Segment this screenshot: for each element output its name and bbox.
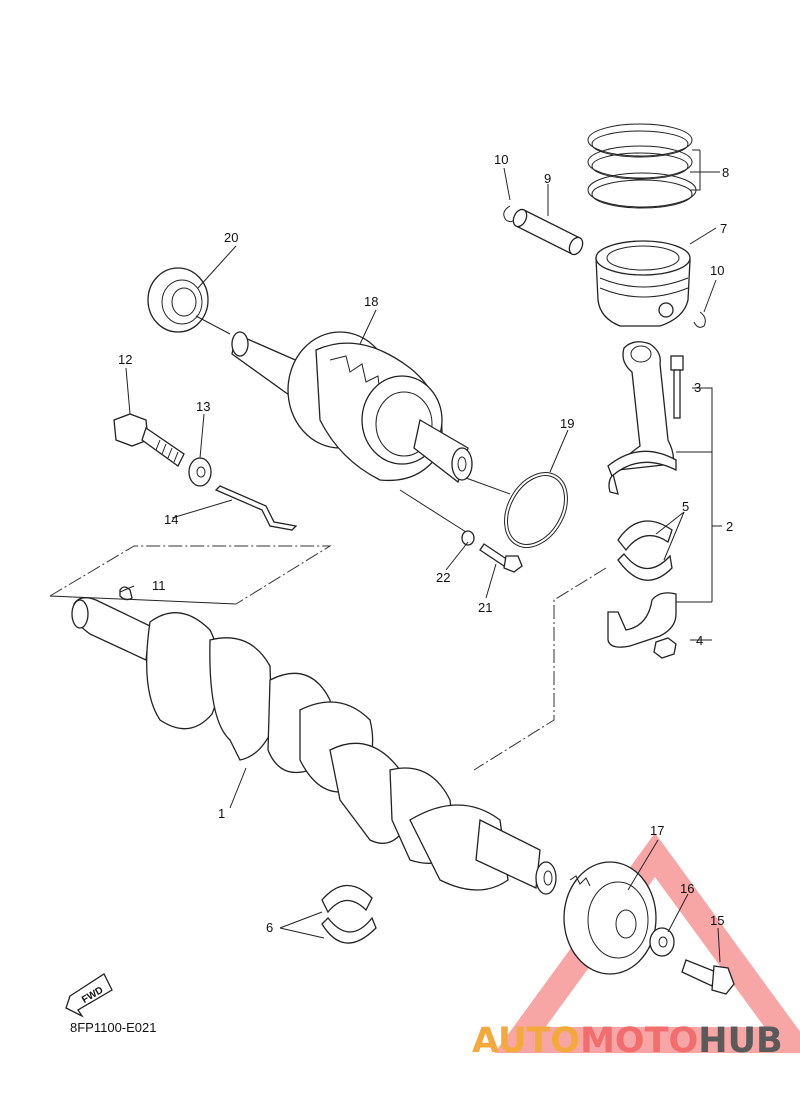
- key-11: [119, 586, 133, 601]
- callout-12: 12: [118, 352, 132, 367]
- conrod-cap: [607, 592, 677, 648]
- conrod-bearing-upper: [617, 520, 673, 581]
- circlip-right: [693, 311, 706, 328]
- callout-16: 16: [680, 881, 694, 896]
- watermark-part1: AUTO: [472, 1021, 580, 1061]
- fwd-arrow-icon: FWD: [65, 973, 113, 1018]
- plate-14: [214, 485, 298, 531]
- bolt-15: [681, 959, 735, 995]
- svg-text:AUTOMOTOHUB: AUTOMOTOHUB: [472, 1021, 783, 1061]
- piston-pin: [512, 208, 584, 256]
- callout-17: 17: [650, 823, 664, 838]
- washer-13: [188, 457, 212, 487]
- callout-2: 2: [726, 519, 733, 534]
- connecting-rod: [607, 341, 677, 495]
- watermark-text: AUTOMOTOHUB: [472, 1021, 783, 1061]
- watermark-part2: MOTO: [580, 1021, 698, 1061]
- crankshaft: [71, 597, 557, 895]
- balancer-shaft: [231, 331, 473, 484]
- callout-18: 18: [364, 294, 378, 309]
- callout-6: 6: [266, 920, 273, 935]
- callout-5: 5: [682, 499, 689, 514]
- callout-20: 20: [224, 230, 238, 245]
- conrod-bolt: [670, 355, 684, 419]
- callout-13: 13: [196, 399, 210, 414]
- callout-7: 7: [720, 221, 727, 236]
- crank-bearing-6: [321, 884, 377, 944]
- callout-11: 11: [152, 578, 166, 593]
- callout-9: 9: [544, 171, 551, 186]
- washer-16: [649, 927, 675, 957]
- leader-lines: [119, 149, 722, 963]
- bolt-12: [113, 413, 185, 467]
- conrod-nut: [653, 637, 677, 659]
- piston: [595, 240, 691, 327]
- reference-lines: [49, 315, 607, 771]
- callout-4: 4: [696, 633, 703, 648]
- callout-10-right: 10: [710, 263, 724, 278]
- gear-17: [563, 861, 657, 975]
- washer-22: [461, 530, 475, 546]
- callouts: 1 2 3 4 5 6 7 8 9 10 10 11 12 13 14 15 1…: [118, 152, 733, 935]
- callout-3: 3: [694, 380, 701, 395]
- callout-1: 1: [218, 806, 225, 821]
- bolt-21: [479, 543, 523, 573]
- callout-22: 22: [436, 570, 450, 585]
- callout-19: 19: [560, 416, 574, 431]
- callout-8: 8: [722, 165, 729, 180]
- o-ring: [504, 472, 568, 548]
- callout-15: 15: [710, 913, 724, 928]
- callout-21: 21: [478, 600, 492, 615]
- bearing-20: [147, 267, 209, 333]
- piston-rings: [587, 123, 697, 209]
- watermark-part3: HUB: [698, 1021, 782, 1061]
- callout-10-left: 10: [494, 152, 508, 167]
- callout-14: 14: [164, 512, 178, 527]
- drawing-code: 8FP1100-E021: [70, 1020, 157, 1035]
